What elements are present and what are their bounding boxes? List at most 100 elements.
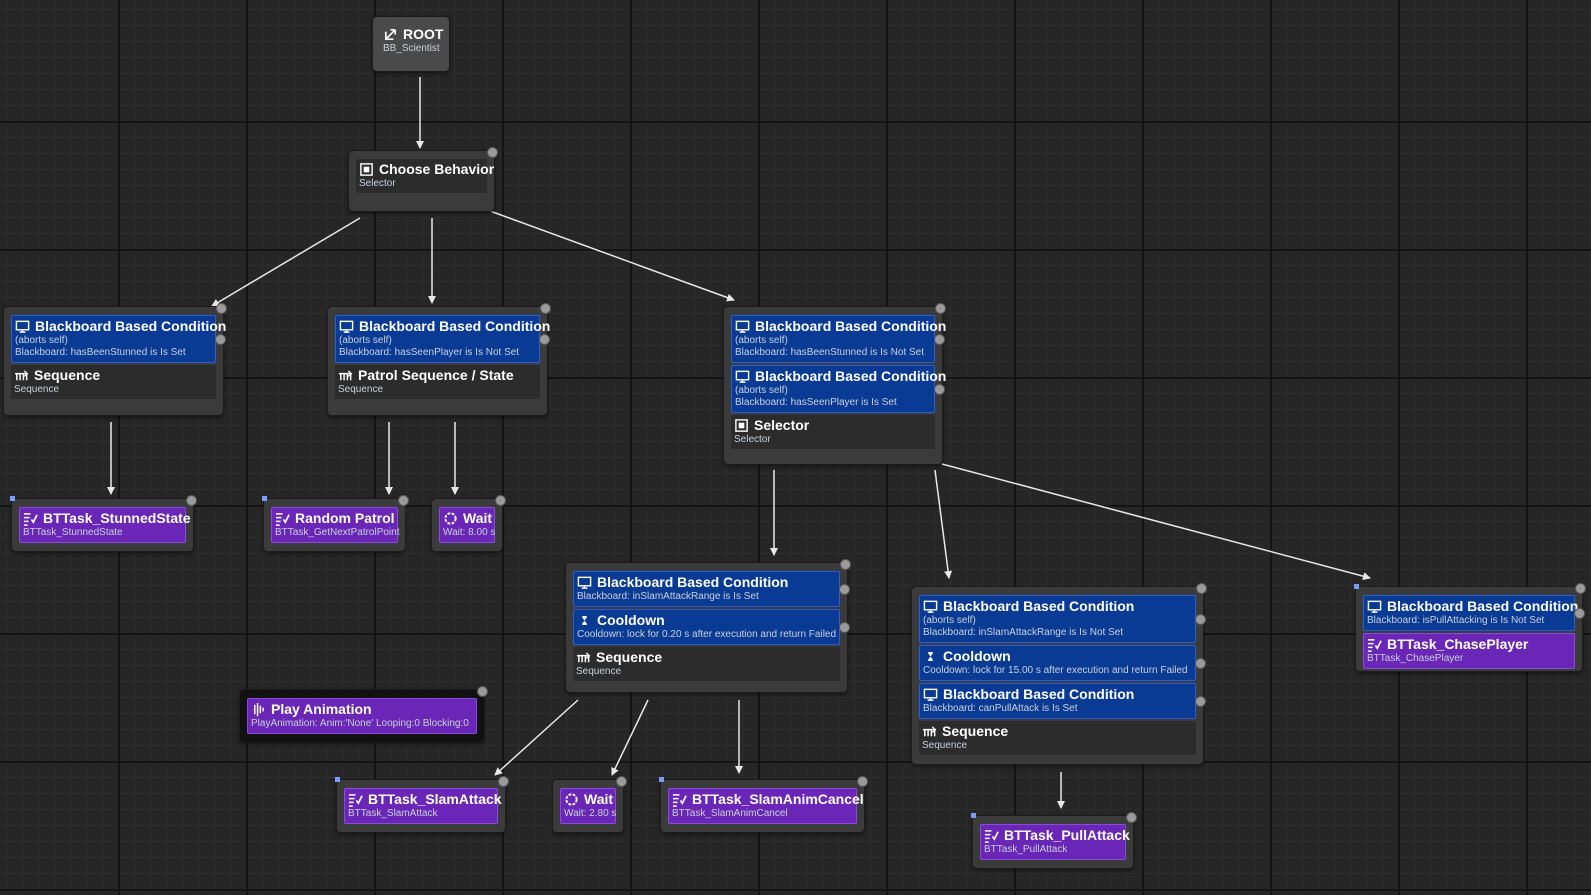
task-pull-attack-node[interactable]: BTTask_PullAttack BTTask_PullAttack (971, 812, 1137, 868)
task-sub: BTTask_GetNextPatrolPoint (275, 527, 400, 538)
node-pin[interactable] (495, 495, 506, 506)
edge-combat-to-chase (941, 463, 1371, 581)
blackboard-monitor-icon (577, 575, 592, 590)
patrol-sequence-sub: Sequence (338, 384, 384, 395)
decorator-pin[interactable] (1574, 608, 1585, 619)
play-animation-node[interactable]: Play Animation PlayAnimation: Anim:'None… (240, 686, 488, 742)
decorator-is-pull-attacking-not-set[interactable]: Blackboard Based Condition Blackboard: i… (1363, 595, 1585, 631)
task-sub: Wait: 8.00 s (443, 527, 496, 538)
task-stunned-state-node[interactable]: BTTask_StunnedState BTTask_StunnedState (10, 495, 197, 551)
decorator-line-2: Blackboard: hasSeenPlayer is Is Set (735, 397, 897, 408)
node-pin[interactable] (1126, 812, 1137, 823)
cooldown-icon (577, 613, 592, 628)
node-pin[interactable] (1196, 583, 1207, 594)
node-pin[interactable] (857, 776, 868, 787)
decorator-pin[interactable] (1195, 658, 1206, 669)
cooldown-title: Cooldown (597, 612, 665, 628)
decorator-line-1: (aborts self) (15, 335, 68, 346)
decorator-title: Blackboard Based Condition (597, 574, 789, 590)
task-slam-anim-cancel-node[interactable]: BTTask_SlamAnimCancel BTTask_SlamAnimCan… (659, 776, 868, 832)
combat-branch-node[interactable]: Blackboard Based Condition (aborts self)… (724, 303, 946, 464)
blackboard-monitor-icon (923, 687, 938, 702)
node-pin[interactable] (477, 686, 488, 697)
choose-behavior-node[interactable]: Choose Behavior Selector (349, 147, 498, 211)
task-section: Random Patrol BTTask_GetNextPatrolPoint (271, 507, 400, 543)
task-sub: BTTask_SlamAttack (348, 808, 438, 819)
blackboard-monitor-icon (735, 319, 750, 334)
node-pin[interactable] (216, 303, 227, 314)
decorator-title: Blackboard Based Condition (755, 318, 947, 334)
breakpoint-flag (262, 496, 267, 501)
decorator-pin[interactable] (934, 384, 945, 395)
pull-branch-node[interactable]: Blackboard Based Condition (aborts self)… (912, 583, 1207, 764)
node-pin[interactable] (1575, 583, 1586, 594)
decorator-cooldown[interactable]: Cooldown Cooldown: lock for 15.00 s afte… (919, 645, 1206, 681)
edge-choose-to-combat (489, 210, 735, 302)
task-wait-2-node[interactable]: Wait Wait: 2.80 s (553, 776, 627, 832)
breakpoint-flag (10, 496, 15, 501)
decorator-has-been-stunned-not-set[interactable]: Blackboard Based Condition (aborts self)… (731, 315, 946, 363)
task-title: BTTask_SlamAttack (368, 791, 502, 807)
decorator-cooldown[interactable]: Cooldown Cooldown: lock for 0.20 s after… (573, 609, 850, 645)
decorator-line-1: (aborts self) (735, 335, 788, 346)
task-section: BTTask_SlamAnimCancel BTTask_SlamAnimCan… (668, 788, 864, 824)
slam-branch-node[interactable]: Blackboard Based Condition Blackboard: i… (566, 559, 851, 692)
node-pin[interactable] (186, 495, 197, 506)
patrol-sequence-title: Patrol Sequence / State (358, 367, 514, 383)
task-sub: BTTask_ChasePlayer (1367, 653, 1464, 664)
task-section: Wait Wait: 2.80 s (560, 788, 616, 824)
cooldown-line-1: Cooldown: lock for 0.20 s after executio… (577, 629, 837, 640)
stunned-branch-node[interactable]: Blackboard Based Condition (aborts self)… (4, 303, 227, 415)
sequence-sub: Sequence (576, 666, 622, 677)
decorator-pin[interactable] (539, 334, 550, 345)
decorator-has-been-stunned[interactable]: Blackboard Based Condition (aborts self)… (11, 315, 226, 363)
decorator-in-slam-attack-range[interactable]: Blackboard Based Condition Blackboard: i… (573, 571, 850, 607)
node-pin[interactable] (616, 776, 627, 787)
decorator-pin[interactable] (839, 584, 850, 595)
decorator-line-1: (aborts self) (339, 335, 392, 346)
decorator-pin[interactable] (215, 334, 226, 345)
patrol-branch-node[interactable]: Blackboard Based Condition (aborts self)… (328, 303, 551, 415)
task-title: BTTask_PullAttack (1004, 827, 1130, 843)
breakpoint-flag (1354, 584, 1359, 589)
wait-icon (564, 792, 579, 807)
root-node[interactable]: ROOT BB_Scientist (373, 17, 449, 71)
decorator-has-seen-player-not-set[interactable]: Blackboard Based Condition (aborts self)… (335, 315, 550, 363)
task-wait-8-node[interactable]: Wait Wait: 8.00 s (432, 495, 506, 551)
edge-combat-to-pull (934, 469, 953, 579)
breakpoint-flag (971, 813, 976, 818)
decorator-has-seen-player-set[interactable]: Blackboard Based Condition (aborts self)… (731, 365, 946, 413)
decorator-pin[interactable] (839, 622, 850, 633)
node-pin[interactable] (398, 495, 409, 506)
node-pin[interactable] (935, 303, 946, 314)
chase-branch-node[interactable]: Blackboard Based Condition Blackboard: i… (1354, 583, 1586, 671)
blackboard-monitor-icon (1367, 599, 1382, 614)
decorator-line-1: (aborts self) (923, 615, 976, 626)
sequence-section: Sequence Sequence (11, 365, 216, 399)
decorator-in-slam-attack-range-not-set[interactable]: Blackboard Based Condition (aborts self)… (919, 595, 1206, 643)
choose-behavior-sub: Selector (359, 178, 396, 189)
breakpoint-flag (335, 777, 340, 782)
decorator-pin[interactable] (934, 334, 945, 345)
task-sub: Wait: 2.80 s (564, 808, 617, 819)
task-slam-attack-node[interactable]: BTTask_SlamAttack BTTask_SlamAttack (335, 776, 509, 832)
decorator-line-2: Blackboard: inSlamAttackRange is Is Not … (923, 627, 1124, 638)
decorator-pin[interactable] (1195, 696, 1206, 707)
decorator-pin[interactable] (1195, 614, 1206, 625)
decorator-title: Blackboard Based Condition (1387, 598, 1579, 614)
decorator-can-pull-attack[interactable]: Blackboard Based Condition Blackboard: c… (919, 683, 1206, 719)
root-sub: BB_Scientist (383, 43, 440, 54)
task-sub: BTTask_PullAttack (984, 844, 1068, 855)
node-pin[interactable] (487, 147, 498, 158)
node-pin[interactable] (540, 303, 551, 314)
node-pin[interactable] (840, 559, 851, 570)
task-title: BTTask_ChasePlayer (1387, 636, 1529, 652)
task-random-patrol-node[interactable]: Random Patrol BTTask_GetNextPatrolPoint (262, 495, 409, 551)
cooldown-icon (923, 649, 938, 664)
sequence-icon (14, 368, 29, 383)
task-sub: BTTask_StunnedState (23, 527, 123, 538)
node-pin[interactable] (498, 776, 509, 787)
sequence-section: Sequence Sequence (919, 721, 1196, 755)
decorator-line-2: Blackboard: hasBeenStunned is Is Set (15, 347, 186, 358)
wait-icon (443, 511, 458, 526)
